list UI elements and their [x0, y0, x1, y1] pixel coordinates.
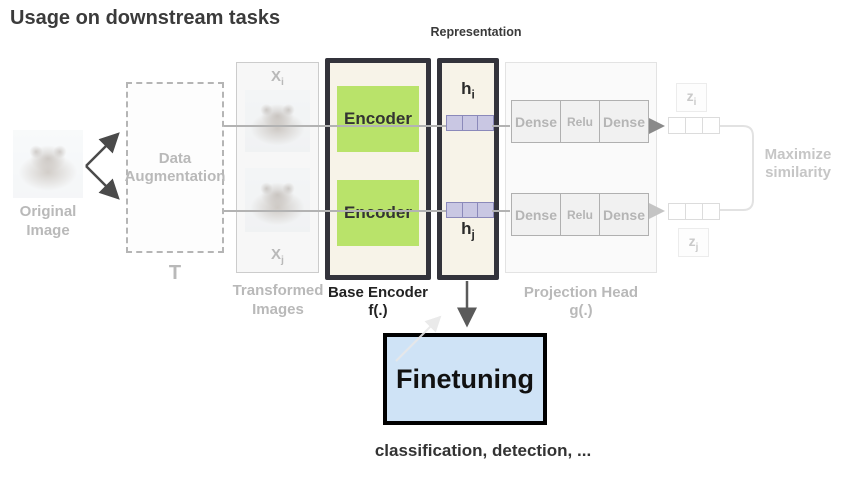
- vector-cell: [461, 202, 479, 218]
- page-title: Usage on downstream tasks: [10, 7, 281, 29]
- transformed-images-caption: Transformed Images: [232, 282, 324, 318]
- data-augmentation-box: Data Augmentation: [124, 82, 226, 253]
- representation-title: Representation: [430, 25, 522, 39]
- relu-cell: Relu: [559, 100, 601, 143]
- vector-cell: [446, 115, 463, 131]
- downstream-tasks-caption: classification, detection, ...: [374, 441, 592, 460]
- h-j-label: hj: [461, 219, 475, 242]
- transformed-images-box: [236, 62, 319, 273]
- vector-cell: [477, 202, 494, 218]
- original-image-label: Original Image: [19, 203, 77, 239]
- split-arrow-top: [85, 132, 120, 167]
- vector-cell: [685, 203, 703, 220]
- similarity-bracket: [720, 125, 754, 211]
- h-j-vector: [446, 202, 494, 218]
- split-arrow-bottom: [85, 165, 120, 200]
- base-encoder-caption: Base Encoder f(.): [327, 284, 429, 319]
- projection-row-top: Dense Relu Dense: [511, 100, 649, 143]
- vector-cell: [702, 117, 720, 134]
- augmented-image-i: [245, 90, 310, 152]
- x-i-label: Xi: [271, 68, 284, 88]
- representation-box: [437, 58, 499, 280]
- z-i-box: zi: [676, 83, 707, 112]
- h-i-label: hi: [461, 79, 475, 102]
- data-augmentation-label: Data Augmentation: [124, 149, 226, 185]
- dense-cell: Dense: [511, 100, 561, 143]
- vector-cell: [702, 203, 720, 220]
- finetuning-label: Finetuning: [396, 363, 534, 394]
- vector-cell: [477, 115, 494, 131]
- projection-head-box: [505, 62, 657, 273]
- z-j-vector: [668, 203, 720, 220]
- z-i-vector: [668, 117, 720, 134]
- maximize-similarity-label: Maximize similarity: [764, 146, 832, 181]
- finetuning-box: Finetuning: [383, 333, 547, 425]
- h-i-vector: [446, 115, 494, 131]
- vector-cell: [668, 203, 686, 220]
- original-image: [13, 130, 83, 198]
- dense-cell: Dense: [599, 193, 649, 236]
- vector-cell: [461, 115, 479, 131]
- augmentation-t-symbol: T: [168, 262, 182, 284]
- vector-cell: [446, 202, 463, 218]
- relu-cell: Relu: [559, 193, 601, 236]
- projection-head-caption: Projection Head g(.): [523, 284, 639, 319]
- dense-cell: Dense: [599, 100, 649, 143]
- dense-cell: Dense: [511, 193, 561, 236]
- projection-row-bottom: Dense Relu Dense: [511, 193, 649, 236]
- vector-cell: [668, 117, 686, 134]
- encoder-bottom-box: Encoder: [337, 180, 419, 246]
- encoder-top-box: Encoder: [337, 86, 419, 152]
- x-j-label: Xj: [271, 246, 284, 266]
- augmented-image-j: [245, 168, 310, 232]
- vector-cell: [685, 117, 703, 134]
- z-j-box: zj: [678, 228, 709, 257]
